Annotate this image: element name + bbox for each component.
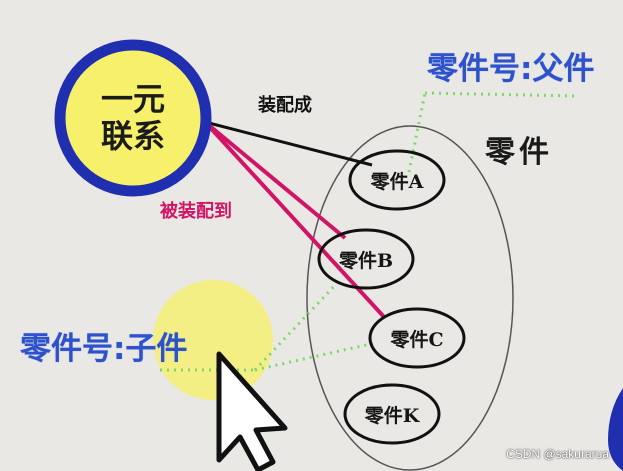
parent-role-line-a bbox=[407, 92, 427, 173]
unary-relationship-label: 一元 联系 bbox=[58, 43, 208, 193]
assembled-to-line-c bbox=[203, 120, 387, 320]
unary-relationship-circle bbox=[54, 39, 212, 197]
entity-ellipse bbox=[306, 125, 514, 471]
assembled-to-line-b bbox=[203, 120, 347, 240]
node-label-c: 零件C bbox=[390, 328, 444, 351]
mouse-cursor-icon bbox=[216, 351, 288, 471]
node-label-b: 零件B bbox=[338, 249, 394, 272]
assembled-into-label: 装配成 bbox=[258, 95, 312, 116]
node-label-k: 零件K bbox=[364, 404, 420, 427]
node-label-a: 零件A bbox=[370, 170, 424, 193]
corner-shape bbox=[608, 388, 623, 471]
parent-role-label: 零件号:父件 bbox=[427, 51, 595, 87]
assembled-to-label: 被装配到 bbox=[160, 201, 232, 222]
unary-line2: 联系 bbox=[100, 117, 165, 155]
child-role-label: 零件号:子件 bbox=[20, 331, 188, 367]
parent-role-line-b bbox=[424, 91, 577, 98]
entity-name: 零件 bbox=[485, 135, 553, 170]
node-ellipse-c bbox=[368, 307, 466, 369]
assembled-into-line bbox=[204, 120, 373, 167]
node-ellipse-b bbox=[317, 228, 415, 290]
unary-line1: 一元 bbox=[100, 80, 165, 119]
node-ellipse-a bbox=[348, 149, 446, 211]
watermark: CSDN @sakurarua bbox=[506, 447, 609, 461]
node-ellipse-k bbox=[343, 383, 441, 445]
